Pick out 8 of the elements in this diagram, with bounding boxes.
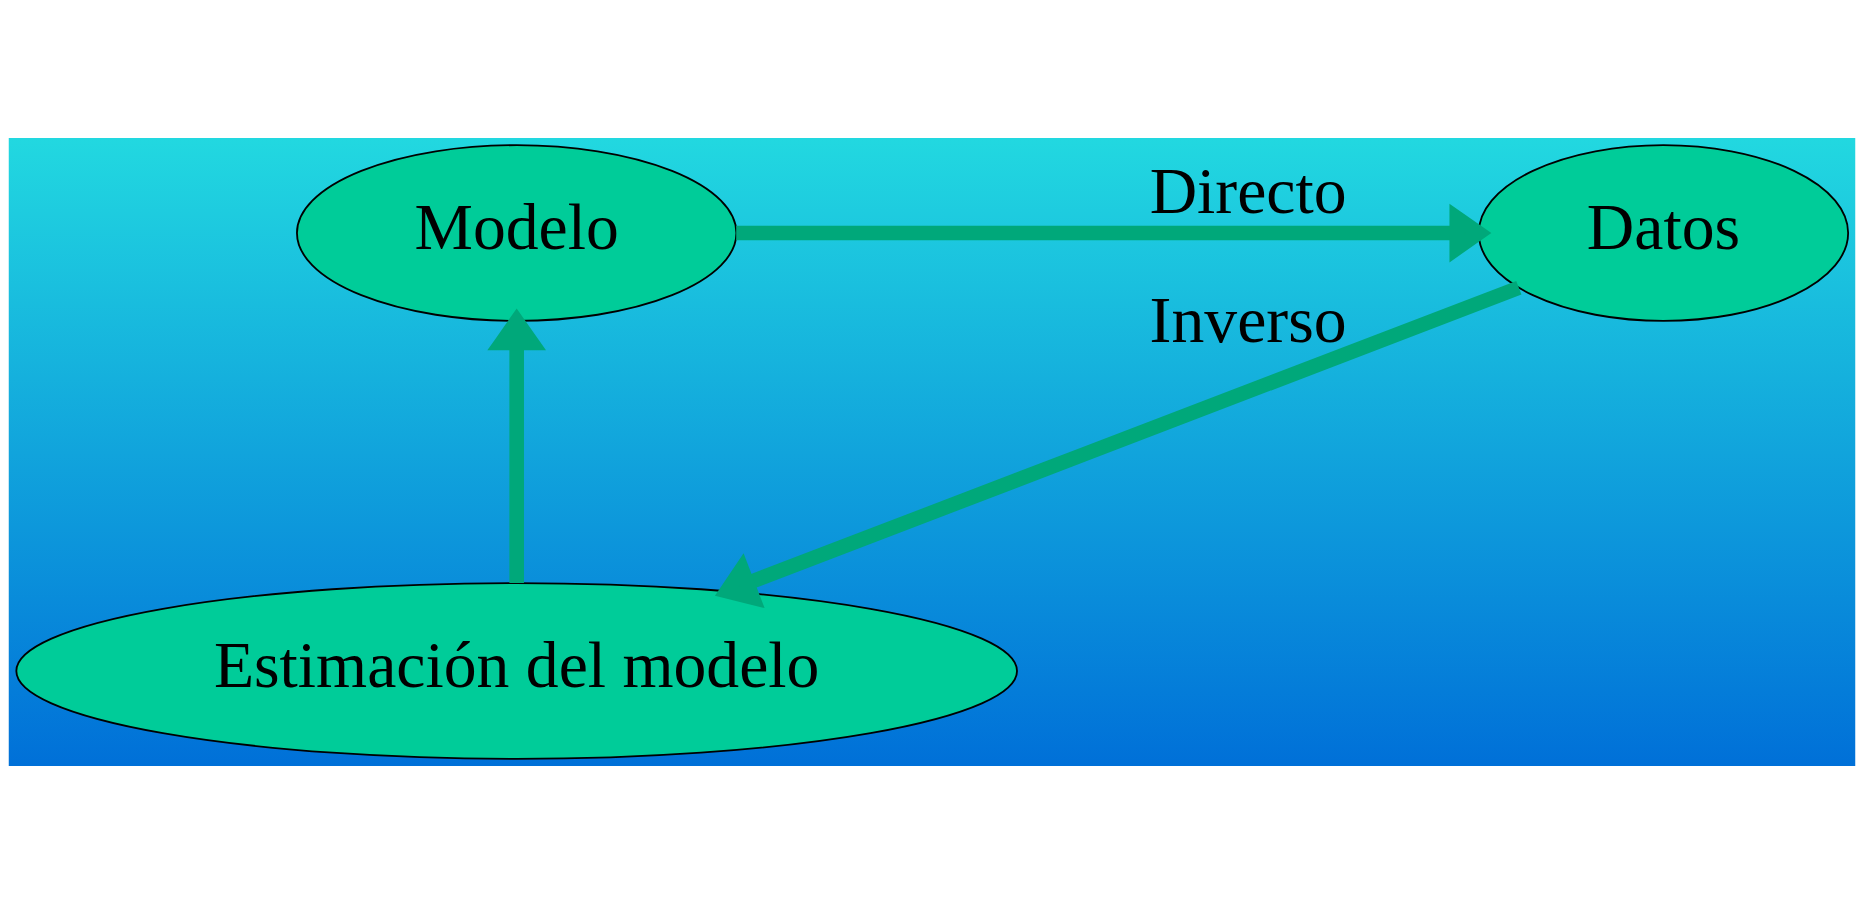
arrow xyxy=(487,307,546,583)
edge-label: Directo xyxy=(1149,153,1347,227)
node-ellipse: Estimación del modelo xyxy=(15,581,1018,760)
node-ellipse: Datos xyxy=(1477,143,1850,322)
edge-label: Inverso xyxy=(1149,282,1347,356)
arrow xyxy=(736,203,1492,262)
node-ellipse: Modelo xyxy=(296,143,738,322)
arrow xyxy=(714,280,1522,608)
